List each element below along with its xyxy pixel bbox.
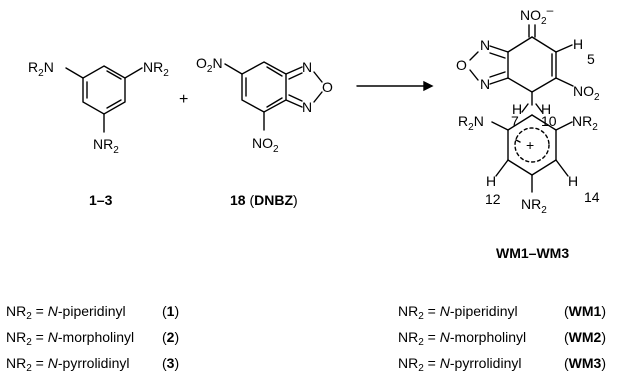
svg-text:N: N xyxy=(302,59,312,75)
legend-row: NR2 = N-pyrrolidinyl (WM3) xyxy=(398,354,606,380)
legend-row: NR2 = N-morpholinyl (WM2) xyxy=(398,328,606,354)
reactant-1-ring xyxy=(65,65,143,133)
svg-text:NO2: NO2 xyxy=(573,83,600,103)
svg-text:10: 10 xyxy=(541,113,557,129)
r1-substituents: R2N NR2 NR2 xyxy=(28,59,169,156)
legend-row: NR2 = N-piperidinyl (WM1) xyxy=(398,302,606,328)
svg-text:H: H xyxy=(486,173,496,189)
svg-text:H: H xyxy=(573,36,583,52)
svg-text:N: N xyxy=(302,99,312,115)
legend-compound-number: (3) xyxy=(162,355,180,371)
svg-text:O2N: O2N xyxy=(196,55,223,75)
svg-text:H: H xyxy=(568,173,578,189)
legend-substituent: NR2 = N-morpholinyl xyxy=(398,329,527,348)
plus-sign: + xyxy=(179,91,188,108)
svg-text:5: 5 xyxy=(587,51,595,67)
svg-text:NR2: NR2 xyxy=(521,196,547,216)
svg-text:7: 7 xyxy=(511,113,519,129)
product-structure xyxy=(469,24,574,193)
svg-text:NO2–: NO2– xyxy=(520,3,554,27)
product-labels: NO2– H 5 NO2 N O N H H 7 10 + R2N NR2 H … xyxy=(456,3,600,216)
svg-text:+: + xyxy=(526,137,534,153)
legend-row: NR2 = N-pyrrolidinyl (3) xyxy=(6,354,179,380)
legend-reactants: NR2 = N-piperidinyl (1) NR2 = N-morpholiny… xyxy=(6,302,179,380)
svg-text:14: 14 xyxy=(584,189,600,205)
legend-substituent: NR2 = N-piperidinyl xyxy=(398,303,518,322)
legend-substituent: NR2 = N-morpholinyl xyxy=(6,329,135,348)
legend-compound-number: (WM2) xyxy=(564,329,607,345)
svg-text:N: N xyxy=(480,37,490,53)
svg-text:N: N xyxy=(480,76,490,92)
svg-text:12: 12 xyxy=(485,191,501,207)
svg-text:H: H xyxy=(541,101,551,117)
r2-labels: O2N NO2 N O N xyxy=(196,55,333,155)
legend-products: NR2 = N-piperidinyl (WM1) NR2 = N-morpholi… xyxy=(398,302,606,380)
product-label: WM1–WM3 xyxy=(496,245,569,261)
legend-compound-number: (WM3) xyxy=(564,355,607,371)
reactant-1-label: 1–3 xyxy=(89,192,113,208)
svg-text:NR2: NR2 xyxy=(143,59,169,79)
svg-text:O: O xyxy=(456,57,467,73)
svg-text:NR2: NR2 xyxy=(93,136,119,156)
svg-text:H: H xyxy=(512,101,522,117)
reaction-arrow xyxy=(356,80,434,92)
legend-substituent: NR2 = N-pyrrolidinyl xyxy=(398,355,522,374)
legend-row: NR2 = N-piperidinyl (1) xyxy=(6,302,179,328)
svg-text:O: O xyxy=(322,79,333,95)
legend-row: NR2 = N-morpholinyl (2) xyxy=(6,328,179,354)
reactant-2-structure xyxy=(224,61,323,131)
svg-text:R2N: R2N xyxy=(28,59,54,79)
reactant-2-label: 18 (DNBZ) xyxy=(230,192,298,208)
svg-text:NO2: NO2 xyxy=(252,135,279,155)
legend-substituent: NR2 = N-piperidinyl xyxy=(6,303,126,322)
legend-compound-number: (WM1) xyxy=(564,303,607,319)
delocalized-charge-ring xyxy=(514,127,550,163)
svg-text:NR2: NR2 xyxy=(572,113,598,133)
svg-text:R2N: R2N xyxy=(458,113,484,133)
legend-compound-number: (1) xyxy=(162,303,180,319)
legend-compound-number: (2) xyxy=(162,329,180,345)
legend-substituent: NR2 = N-pyrrolidinyl xyxy=(6,355,130,374)
